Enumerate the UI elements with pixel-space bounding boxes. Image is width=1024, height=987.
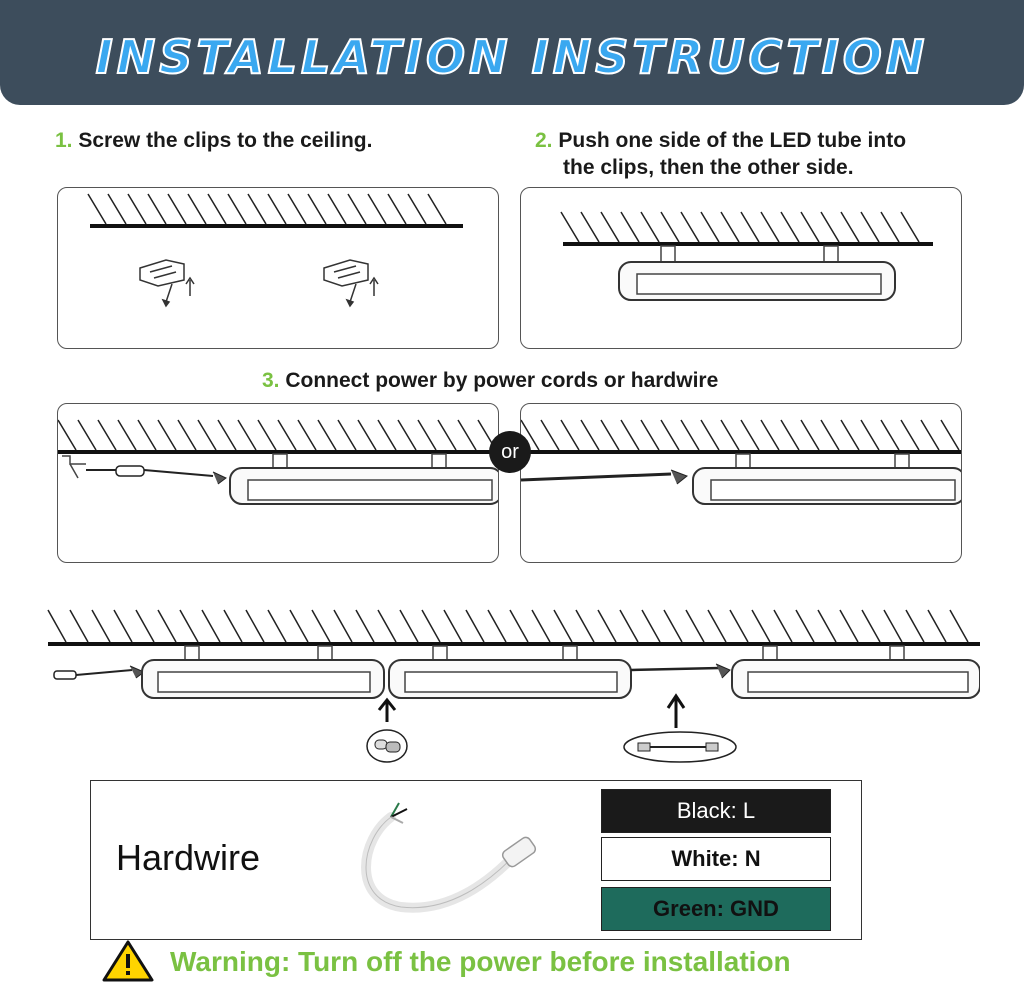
header-banner: INSTALLATION INSTRUCTION bbox=[0, 0, 1024, 105]
step-3-text: Connect power by power cords or hardwire bbox=[285, 369, 719, 392]
hardwire-cable-illustration bbox=[521, 419, 961, 505]
step-1-heading: 1. Screw the clips to the ceiling. bbox=[55, 127, 372, 154]
power-cord-illustration bbox=[58, 419, 498, 505]
step-2-heading: 2. Push one side of the LED tube into th… bbox=[535, 127, 906, 181]
wire-green-label: Green: GND bbox=[601, 887, 831, 931]
panel-power-cord bbox=[57, 403, 499, 563]
linked-tubes-illustration bbox=[47, 609, 980, 763]
arrow-up-icon bbox=[666, 693, 686, 728]
panel-hardwire bbox=[520, 403, 962, 563]
step-2-text-line2: the clips, then the other side. bbox=[563, 156, 854, 179]
warning-triangle-icon bbox=[102, 940, 154, 982]
panel-step-2 bbox=[520, 187, 962, 349]
step-3-heading: 3. Connect power by power cords or hardw… bbox=[262, 367, 718, 394]
hardwire-cable-icon bbox=[361, 802, 537, 913]
ceiling-clips-illustration bbox=[87, 193, 463, 308]
linked-tubes-diagram bbox=[40, 600, 980, 775]
arrow-up-icon bbox=[377, 697, 397, 722]
step-3-number: 3. bbox=[262, 369, 280, 392]
warning-text: Warning: Turn off the power before insta… bbox=[170, 946, 791, 977]
hardwire-panel: Hardwire Black: L White: N Green: GND bbox=[90, 780, 862, 940]
linking-cable-icon bbox=[623, 731, 737, 763]
clip-with-screw-icon bbox=[323, 259, 379, 308]
step-1-text: Screw the clips to the ceiling. bbox=[78, 129, 373, 152]
page-title: INSTALLATION INSTRUCTION bbox=[95, 29, 929, 85]
coupler-connector-icon bbox=[366, 729, 408, 763]
or-badge: or bbox=[489, 431, 531, 473]
clip-with-screw-icon bbox=[139, 259, 195, 308]
hardwire-label: Hardwire bbox=[116, 837, 261, 878]
tube-in-clips-illustration bbox=[560, 211, 933, 301]
step-2-number: 2. bbox=[535, 129, 553, 152]
wire-white-label: White: N bbox=[601, 837, 831, 881]
step-2-text-line1: Push one side of the LED tube into bbox=[558, 129, 907, 152]
panel-step-1 bbox=[57, 187, 499, 349]
wire-black-label: Black: L bbox=[601, 789, 831, 833]
step-1-number: 1. bbox=[55, 129, 73, 152]
